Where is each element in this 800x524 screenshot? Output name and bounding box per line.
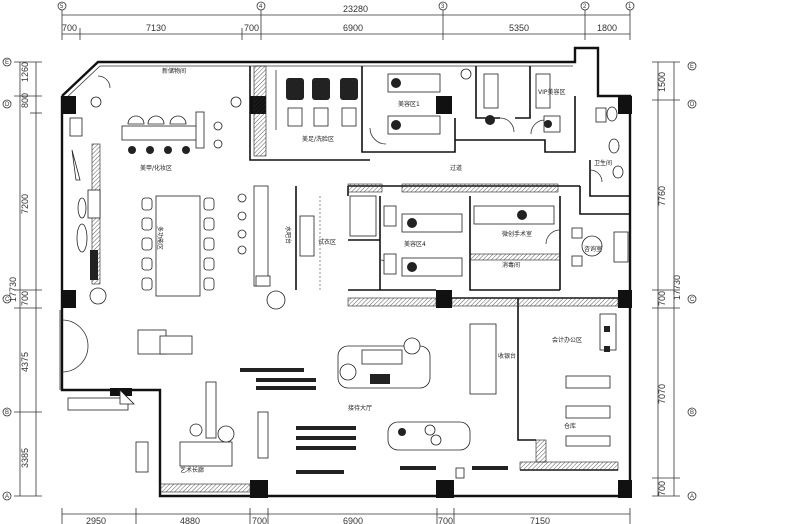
label-corridor: 过道 (450, 164, 462, 172)
dim-bottom-4: 700 (438, 516, 453, 524)
wash-area-chairs (275, 70, 358, 130)
dim-left-5: 3385 (20, 448, 30, 468)
dim-top-1: 7130 (146, 23, 166, 33)
axis-top-3: 3 (441, 4, 445, 10)
axis-top-1: 1 (628, 4, 632, 10)
dim-bottom-1: 4880 (180, 516, 200, 524)
total-height-right: 17730 (672, 275, 682, 300)
label-vip: VIP美容区 (538, 88, 566, 96)
room-labels: 新储物间 美甲/化妆区 美足/洗脸区 美容区1 VIP美容区 过道 卫生间 多功… (140, 67, 612, 474)
axis-right-B: B (690, 410, 694, 416)
label-multi: 多功能区 (156, 226, 164, 250)
axis-left-B: B (5, 410, 9, 416)
dim-top-4: 5350 (509, 23, 529, 33)
right-dimension-chain: 1500 7760 700 7070 700 17730 (652, 61, 682, 497)
dim-right-4: 700 (657, 481, 667, 496)
axis-left-C: C (5, 297, 10, 303)
gallery-furniture (67, 381, 269, 473)
label-waterbar: 水吧台 (284, 226, 292, 244)
label-consult: 咨询室 (584, 245, 602, 253)
axis-top-5: 5 (60, 4, 64, 10)
right-axis-markers: E D C B A (687, 61, 697, 501)
beauty-room-4-beds (349, 195, 555, 277)
axis-top-4: 4 (259, 4, 263, 10)
dim-top-0: 700 (62, 23, 77, 33)
dim-top-3: 6900 (343, 23, 363, 33)
beauty-room-1-beds (387, 68, 561, 135)
dim-left-0: 1260 (20, 62, 30, 82)
label-electric: 新储物间 (162, 67, 186, 75)
label-surgery: 微创手术室 (502, 230, 532, 238)
label-beauty4: 美容区4 (404, 240, 426, 248)
left-axis-markers: E D C B A (2, 57, 12, 501)
label-fitting: 试衣区 (318, 238, 336, 246)
dim-left-2: 7200 (20, 194, 30, 214)
dim-right-3: 7070 (657, 384, 667, 404)
left-dimension-chain: 1260 800 7200 700 4375 3385 17730 (8, 61, 42, 497)
axis-right-C: C (690, 297, 695, 303)
dim-left-3: 700 (20, 291, 30, 306)
top-axis-markers: 5 4 3 2 1 (57, 1, 635, 11)
axis-right-A: A (690, 494, 694, 500)
nail-area-furniture (69, 96, 242, 305)
built-in-cabinets (91, 65, 619, 493)
reception-hall-furniture (137, 323, 508, 479)
label-wash: 美足/洗脸区 (302, 135, 334, 143)
label-gallery: 艺术长廊 (180, 466, 204, 474)
dim-top-2: 700 (244, 23, 259, 33)
dim-left-1: 800 (20, 93, 30, 108)
total-width-label: 23280 (343, 4, 368, 14)
axis-right-D: D (690, 102, 695, 108)
axis-left-D: D (5, 102, 10, 108)
axis-right-E: E (690, 64, 694, 70)
dim-bottom-2: 700 (252, 516, 267, 524)
axis-left-A: A (5, 494, 9, 500)
bottom-dimension-chain: 2950 4880 700 6900 700 7150 (61, 508, 631, 524)
dim-left-4: 4375 (20, 352, 30, 372)
total-height-left: 17730 (8, 277, 18, 302)
label-beauty1: 美容区1 (398, 100, 420, 108)
dim-right-0: 1500 (657, 72, 667, 92)
dim-bottom-5: 7150 (530, 516, 550, 524)
multi-function-table (141, 195, 215, 297)
dim-right-2: 700 (657, 291, 667, 306)
label-nail: 美甲/化妆区 (140, 164, 172, 172)
label-disinfect: 消毒间 (502, 261, 520, 269)
label-cashier: 收银台 (498, 352, 516, 360)
office-storage-furniture (535, 313, 617, 463)
fitting-area (299, 196, 321, 290)
toilets (595, 106, 624, 179)
top-dimension-chain: 23280 700 7130 700 6900 5350 1800 (61, 4, 631, 40)
dim-bottom-3: 6900 (343, 516, 363, 524)
axis-top-2: 2 (583, 4, 587, 10)
dim-right-1: 7760 (657, 186, 667, 206)
label-toilet: 卫生间 (594, 159, 612, 167)
axis-left-E: E (5, 60, 9, 66)
dim-bottom-0: 2950 (86, 516, 106, 524)
label-storage: 仓库 (564, 422, 576, 430)
water-bar (237, 185, 286, 310)
label-office: 会计办公区 (552, 336, 582, 344)
dim-top-5: 1800 (597, 23, 617, 33)
consult-room-furniture (571, 227, 629, 267)
label-reception: 接待大厅 (348, 404, 372, 412)
